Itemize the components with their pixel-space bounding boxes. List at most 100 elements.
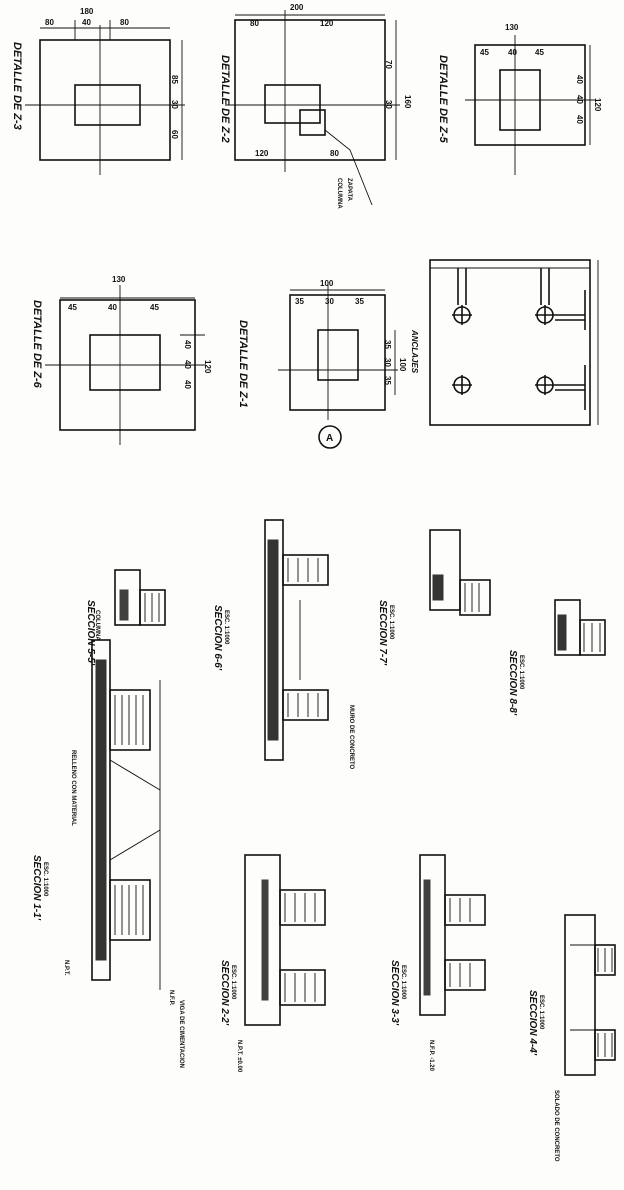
dim-label: 80	[330, 149, 339, 158]
section-marker-a	[318, 425, 342, 449]
slab	[244, 854, 281, 1026]
dim-label: 45	[150, 303, 159, 312]
dim-label: 80	[120, 18, 129, 27]
detail-z5: 130 45 40 45 40 40 40 120 DETALLE DE Z-5	[437, 23, 602, 175]
dim-label: 40	[82, 18, 91, 27]
section-5: SECCION 5-5' COLUMNA	[85, 569, 166, 666]
note-label: N.P.T.	[63, 960, 69, 976]
footing	[594, 1029, 616, 1061]
detail-z3-outline	[39, 39, 171, 161]
footing	[459, 579, 491, 616]
section-marker-label: A	[326, 433, 333, 444]
dim-label: 30	[325, 297, 334, 306]
dim-label: 40	[575, 75, 584, 84]
dim-label: 40	[183, 340, 192, 349]
section-2: SECCION 2-2' ESC. 1:1000 N.P.T. ±0.00	[219, 854, 326, 1073]
dim-label: 80	[250, 19, 259, 28]
slab	[429, 529, 461, 611]
section-scale: ESC. 1:1000	[400, 965, 406, 1000]
dim-label: 40	[575, 115, 584, 124]
section-3: SECCION 3-3' ESC. 1:1000 N.F.P. -1.20	[389, 854, 486, 1072]
dim-label: 85	[170, 75, 179, 84]
section-8-title: SECCION 8-8'	[507, 650, 518, 716]
detail-z2-outline	[234, 19, 386, 161]
anchor-plan: ANCLAJES	[410, 259, 599, 426]
detail-z1-column	[317, 329, 359, 381]
section-2-title: SECCION 2-2'	[219, 960, 230, 1026]
detail-z6-column	[89, 334, 161, 391]
section-scale: ESC. 1:1000	[42, 862, 48, 897]
dim-label: 60	[170, 130, 179, 139]
dim-label: 35	[383, 376, 392, 385]
dim-label: 100	[398, 358, 407, 372]
detail-z3: 80 40 80 180 85 30 60 DETALLE DE Z-3	[11, 7, 185, 175]
detail-z2: 200 80 120 70 30 160 120 80 DETALLE DE Z…	[219, 3, 412, 209]
dim-label: 35	[383, 340, 392, 349]
section-6: SECCION 6-6' ESC. 1:1000 MURO DE CONCRET…	[212, 519, 354, 770]
dim-label: 120	[255, 149, 269, 158]
section-7: SECCION 7-7' ESC. 1:1000	[377, 529, 491, 666]
footing	[444, 959, 486, 991]
dim-label: 120	[593, 98, 602, 112]
note-label: N.F.P. -1.20	[428, 1040, 434, 1072]
section-1-title: SECCION 1-1'	[31, 855, 42, 921]
anchor-bolt	[535, 268, 586, 330]
dim-label: 100	[320, 279, 334, 288]
dim-label: 35	[355, 297, 364, 306]
dim-label: 40	[108, 303, 117, 312]
detail-z6-title: DETALLE DE Z-6	[31, 300, 43, 389]
anchor-bolt	[452, 268, 472, 325]
section-4-title: SECCION 4-4'	[527, 990, 538, 1056]
section-4: SECCION 4-4' ESC. 1:1000 SOLADO DE CONCR…	[527, 914, 616, 1162]
note-label: MURO DE CONCRETO	[348, 705, 354, 770]
anchor-plan-title: ANCLAJES	[410, 329, 419, 374]
slab	[91, 639, 111, 981]
section-5-title: SECCION 5-5'	[85, 600, 96, 666]
footing	[594, 944, 616, 976]
dim-label: 130	[505, 23, 519, 32]
footing	[139, 589, 166, 626]
slab	[264, 519, 284, 761]
note-label: VIGA DE CIMENTACION	[178, 1000, 184, 1068]
footing	[444, 894, 486, 926]
section-3-title: SECCION 3-3'	[389, 960, 400, 1026]
note-label: SOLADO DE CONCRETO	[553, 1090, 559, 1162]
detail-z1: A 100 35 30 35 35 30 35 100 DETALLE DE Z…	[237, 279, 407, 449]
dim-label: 45	[480, 48, 489, 57]
dim-label: 40	[575, 95, 584, 104]
note-label: ZAPATA	[346, 178, 352, 202]
detail-z5-title: DETALLE DE Z-5	[437, 55, 449, 144]
note-label: COLUMNA	[94, 610, 100, 641]
dim-label: 40	[183, 380, 192, 389]
dim-label: 120	[203, 360, 212, 374]
dim-label: 70	[384, 60, 393, 69]
dim-label: 80	[45, 18, 54, 27]
section-8: SECCION 8-8' ESC. 1:1000	[507, 599, 606, 716]
dim-label: 120	[320, 19, 334, 28]
dim-label: 35	[295, 297, 304, 306]
dim-label: 30	[384, 100, 393, 109]
section-scale: ESC. 1:1000	[518, 655, 524, 690]
detail-z2-column	[264, 84, 321, 124]
footing	[279, 969, 326, 1006]
note-label: N.P.T. ±0.00	[236, 1040, 242, 1073]
note-label: N.F.P.	[168, 990, 174, 1006]
dim-label: 130	[112, 275, 126, 284]
section-scale: ESC. 1:1000	[388, 605, 394, 640]
section-6-title: SECCION 6-6'	[212, 605, 223, 671]
section-scale: ESC. 1:1000	[538, 995, 544, 1030]
anchor-bolt	[535, 365, 586, 410]
section-7-title: SECCION 7-7'	[377, 600, 388, 666]
note-label: COLUMNA	[336, 178, 342, 209]
slab	[564, 914, 596, 1076]
footing	[109, 879, 151, 941]
dim-label: 45	[535, 48, 544, 57]
dim-label: 30	[383, 358, 392, 367]
section-scale: ESC. 1:1000	[230, 965, 236, 1000]
anchor-bolt	[452, 375, 472, 395]
footing	[579, 619, 606, 656]
footing	[109, 689, 151, 751]
dim-label: 40	[508, 48, 517, 57]
